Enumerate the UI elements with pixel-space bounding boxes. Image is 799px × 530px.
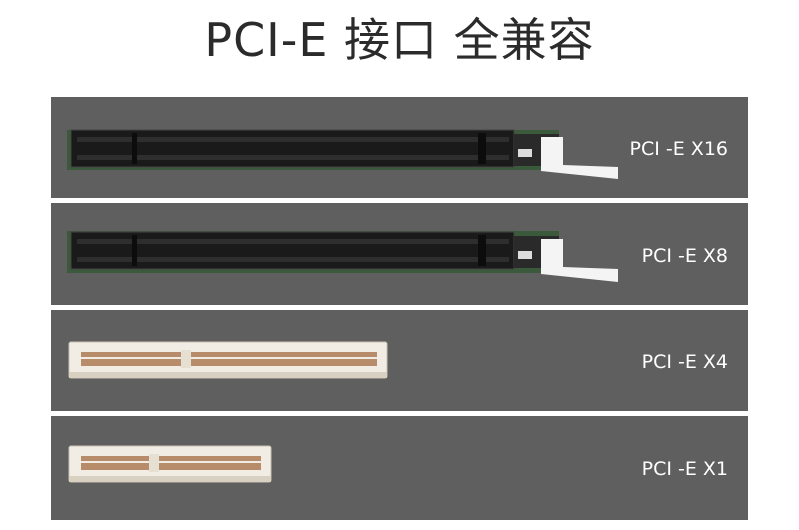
slot-label-x16: PCI -E X16 [629, 138, 728, 160]
slot-label-x8: PCI -E X8 [641, 245, 728, 267]
pcie-x4-slot-image [68, 341, 388, 379]
slot-panel-x1: PCI -E X1 [51, 416, 748, 520]
slot-panel-x16: PCI -E X16 [51, 97, 748, 198]
pcie-x16-slot-image [67, 129, 618, 179]
pcie-x8-slot-image [67, 231, 618, 282]
slot-label-x1: PCI -E X1 [641, 458, 728, 480]
slot-panel-x4: PCI -E X4 [51, 310, 748, 411]
slot-label-x4: PCI -E X4 [641, 351, 728, 373]
pcie-x1-slot-image [68, 445, 272, 483]
page-title: PCI-E 接口 全兼容 [204, 13, 595, 67]
slot-panel-x8: PCI -E X8 [51, 203, 748, 305]
